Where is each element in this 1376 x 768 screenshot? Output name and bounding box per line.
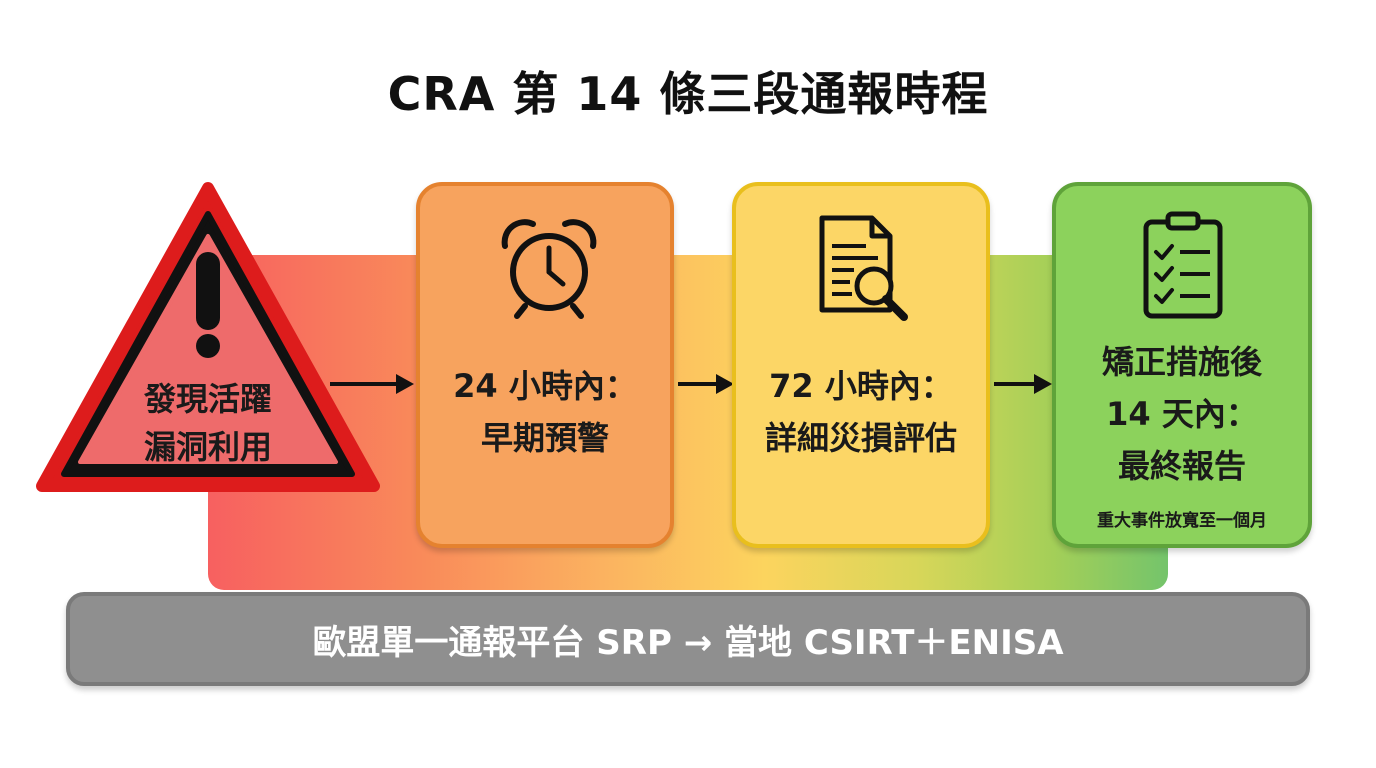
stage-card-final: 矯正措施後 14 天內： 最終報告 重大事件放寬至一個月 <box>1052 182 1312 548</box>
page-title: CRA 第 14 條三段通報時程 <box>387 67 989 121</box>
stage-deadline: 14 天內： <box>1106 395 1258 433</box>
arrow-right-icon <box>994 374 1052 394</box>
alarm-clock-icon <box>501 219 597 319</box>
stage-note: 重大事件放寬至一個月 <box>1097 511 1267 531</box>
clipboard-checklist-icon <box>1143 211 1223 319</box>
timeline-gradient-band <box>208 255 1168 590</box>
stage-card-24h: 24 小時內： 早期預警 <box>416 182 674 548</box>
arrow-right-icon <box>678 374 734 394</box>
stage-card-72h: 72 小時內： 詳細災損評估 <box>732 182 990 548</box>
stage-deadline: 72 小時內： <box>769 367 953 405</box>
warning-line-1: 發現活躍 <box>143 380 272 418</box>
reporting-platform-label: 歐盟單一通報平台 SRP → 當地 CSIRT＋ENISA <box>312 622 1064 663</box>
stage-description: 最終報告 <box>1117 447 1246 485</box>
stage-description: 早期預警 <box>480 419 609 457</box>
warning-triangle-icon <box>36 182 380 492</box>
warning-label: 發現活躍 漏洞利用 <box>36 375 380 471</box>
warning-triangle: 發現活躍 漏洞利用 <box>36 180 380 502</box>
reporting-platform-bar: 歐盟單一通報平台 SRP → 當地 CSIRT＋ENISA <box>66 592 1310 686</box>
stage-deadline: 24 小時內： <box>453 367 637 405</box>
document-search-icon <box>819 215 908 321</box>
stage-trigger: 矯正措施後 <box>1101 343 1262 381</box>
stage-description: 詳細災損評估 <box>764 419 957 457</box>
warning-line-2: 漏洞利用 <box>143 428 272 466</box>
arrow-right-icon <box>330 374 414 394</box>
